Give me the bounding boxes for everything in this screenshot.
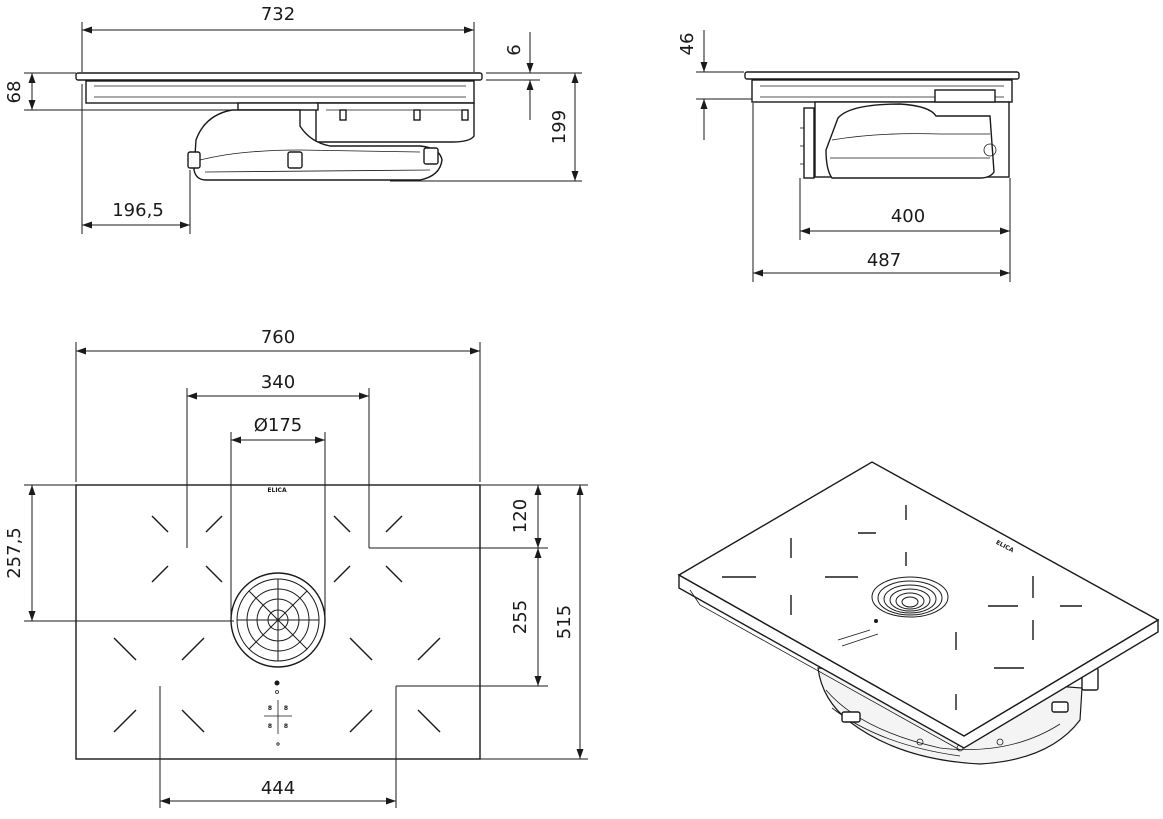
top-view: ELICA 8 8 8 8 xyxy=(4,327,588,808)
svg-text:8: 8 xyxy=(284,705,288,712)
isometric-view: ELICA xyxy=(677,461,1160,765)
dim-width-total: 760 xyxy=(261,327,295,348)
svg-text:8: 8 xyxy=(284,723,288,730)
svg-text:8: 8 xyxy=(268,723,272,730)
dim-depth-rear-zone: 120 xyxy=(510,499,531,533)
dim-depth-total-top: 515 xyxy=(554,605,575,639)
dim-depth-total: 487 xyxy=(867,250,901,271)
dim-height-total: 199 xyxy=(549,110,570,144)
dim-depth-body: 400 xyxy=(891,206,925,227)
power-dot-icon xyxy=(274,680,280,686)
dim-width-top: 732 xyxy=(261,4,295,25)
dim-front-zone-spacing: 444 xyxy=(261,778,295,799)
dim-glass-thickness: 6 xyxy=(504,44,525,55)
brand-logo-top-view: ELICA xyxy=(267,487,287,494)
dim-height-top: 46 xyxy=(677,33,698,56)
side-view: 732 6 199 68 196,5 xyxy=(4,4,582,234)
digit-display-icon: 8 xyxy=(268,705,272,712)
dim-depth-center: 257,5 xyxy=(4,527,25,579)
dim-depth-zone-spacing: 255 xyxy=(510,600,531,634)
dim-extractor-diameter: Ø175 xyxy=(254,415,303,436)
front-view: 46 400 487 xyxy=(677,30,1020,282)
dim-height-body: 68 xyxy=(4,81,25,104)
dim-offset-motor: 196,5 xyxy=(112,200,164,221)
dim-zone-spacing: 340 xyxy=(261,372,295,393)
